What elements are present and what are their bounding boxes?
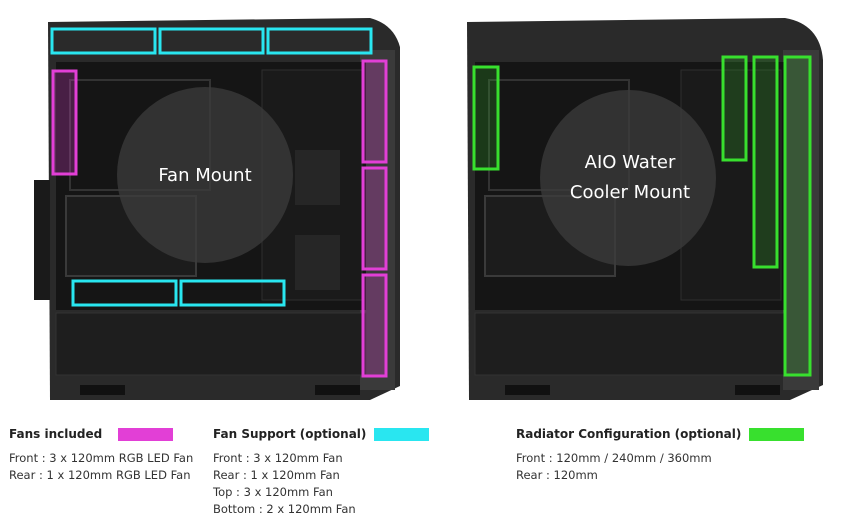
legend-fan-support: Fan Support (optional) Front : 3 x 120mm… xyxy=(213,427,430,518)
rear-radiator-120 xyxy=(472,65,500,171)
bottom-fan-slot-1 xyxy=(71,279,178,307)
front-radiator-240 xyxy=(752,55,779,269)
rear-fan-included xyxy=(51,69,78,176)
left-overlays xyxy=(50,27,388,378)
green-swatch xyxy=(749,427,805,441)
right-center-label-line2: Cooler Mount xyxy=(569,182,691,203)
top-fan-slot-2 xyxy=(158,27,265,55)
right-center-label-line1: AIO Water xyxy=(584,152,676,173)
legend-radiator: Radiator Configuration (optional) Front … xyxy=(516,427,805,484)
bottom-fan-slot-2 xyxy=(179,279,286,307)
legend-line: Rear : 1 x 120mm RGB LED Fan xyxy=(9,468,191,482)
front-radiator-120 xyxy=(721,55,748,162)
legend-line: Front : 120mm / 240mm / 360mm xyxy=(516,451,712,465)
top-fan-slot-3 xyxy=(266,27,373,55)
cyan-swatch xyxy=(374,427,430,441)
front-fan-included-3 xyxy=(361,273,388,378)
top-fan-slot-1 xyxy=(50,27,157,55)
right-case-illustration xyxy=(467,18,823,400)
legend-radiator-title: Radiator Configuration (optional) xyxy=(516,427,742,441)
front-fan-included-2 xyxy=(361,166,388,271)
legend-line: Rear : 120mm xyxy=(516,468,598,482)
legend-fans-included: Fans included Front : 3 x 120mm RGB LED … xyxy=(9,427,193,484)
legend-line: Front : 3 x 120mm Fan xyxy=(213,451,343,465)
front-radiator-360 xyxy=(783,55,812,377)
right-overlays xyxy=(472,55,812,377)
legend-line: Bottom : 2 x 120mm Fan xyxy=(213,502,356,516)
magenta-swatch xyxy=(118,427,174,441)
left-center-label: Fan Mount xyxy=(158,165,252,186)
front-fan-included-1 xyxy=(361,59,388,164)
legend-fan-support-title: Fan Support (optional) xyxy=(213,427,367,441)
legend-line: Front : 3 x 120mm RGB LED Fan xyxy=(9,451,194,465)
legend-line: Rear : 1 x 120mm Fan xyxy=(213,468,340,482)
legend-line: Top : 3 x 120mm Fan xyxy=(213,485,333,499)
legend-fans-included-title: Fans included xyxy=(9,427,103,441)
